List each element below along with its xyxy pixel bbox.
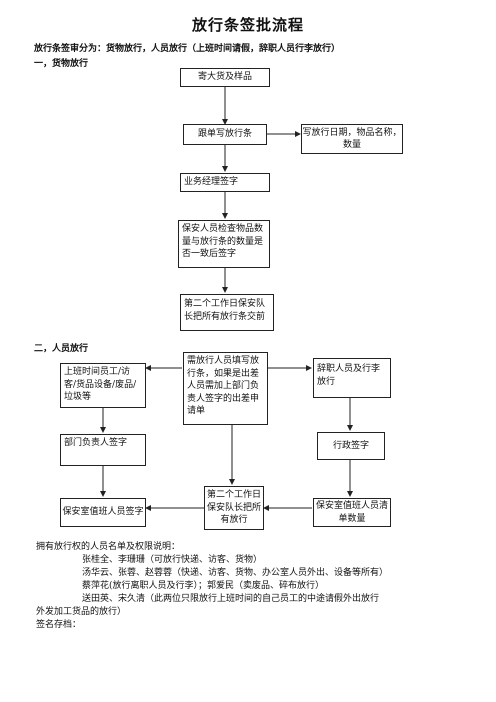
box-dept-head-sign: 部门负责人签字 xyxy=(60,434,146,466)
box-admin-sign: 行政签字 xyxy=(317,432,385,460)
page-title: 放行条签批流程 xyxy=(191,16,304,34)
authority-line-4-cont: 外发加工货品的放行） xyxy=(36,607,127,617)
signature-archive-label: 签名存档： xyxy=(36,620,82,630)
authority-line-2: 汤华云、张蓉、赵蓉蓉（快递、访客、货物、办公室人员外出、设备等所有） xyxy=(82,568,389,578)
authority-line-3: 蔡萍花(放行离职人员及行李）；郭爱民（卖废品、碎布放行） xyxy=(82,581,325,591)
step-receive-goods: 寄大货及样品 xyxy=(180,68,270,87)
section-goods-heading: 一，货物放行 xyxy=(34,59,89,69)
note-release-slip-fields: 写放行日期，物品名称，数量 xyxy=(301,124,403,154)
intro-text: 放行条签审分为：货物放行，人员放行（上班时间请假，辞职人员行李放行） xyxy=(34,44,341,54)
step-captain-submit: 第二个工作日保安队长把所有放行条交前 xyxy=(180,294,274,331)
box-guard-duty-sign: 保安室值班人员签字 xyxy=(60,498,146,527)
box-employee-visitor: 上班时间员工/访客/货品设备/废品/垃圾等 xyxy=(60,363,146,408)
authority-heading: 拥有放行权的人员名单及权限说明： xyxy=(36,542,181,552)
step-security-check: 保安人员检查物品数量与放行条的数量是否一致后签字 xyxy=(178,220,270,268)
step-manager-sign: 业务经理签字 xyxy=(180,173,270,192)
box-fill-release-slip: 需放行人员填写放行条，如果是出差人员需加上部门负责人签字的出差申请单 xyxy=(183,352,268,425)
step-write-release-slip: 跟单写放行条 xyxy=(183,124,267,145)
box-captain-release: 第二个工作日保安队长把所有放行 xyxy=(204,486,264,530)
section-people-heading: 二，人员放行 xyxy=(34,344,89,354)
authority-line-4: 送田英、宋久清（此两位只限放行上班时间的自己员工的中途请假外出放行 xyxy=(82,594,380,604)
box-resigned-luggage: 辞职人员及行李放行 xyxy=(313,358,391,398)
authority-line-1: 张桂全、李珊珊（可放行快递、访客、货物） xyxy=(82,555,263,565)
box-guard-duty-list: 保安室值班人员清单数量 xyxy=(313,498,391,527)
